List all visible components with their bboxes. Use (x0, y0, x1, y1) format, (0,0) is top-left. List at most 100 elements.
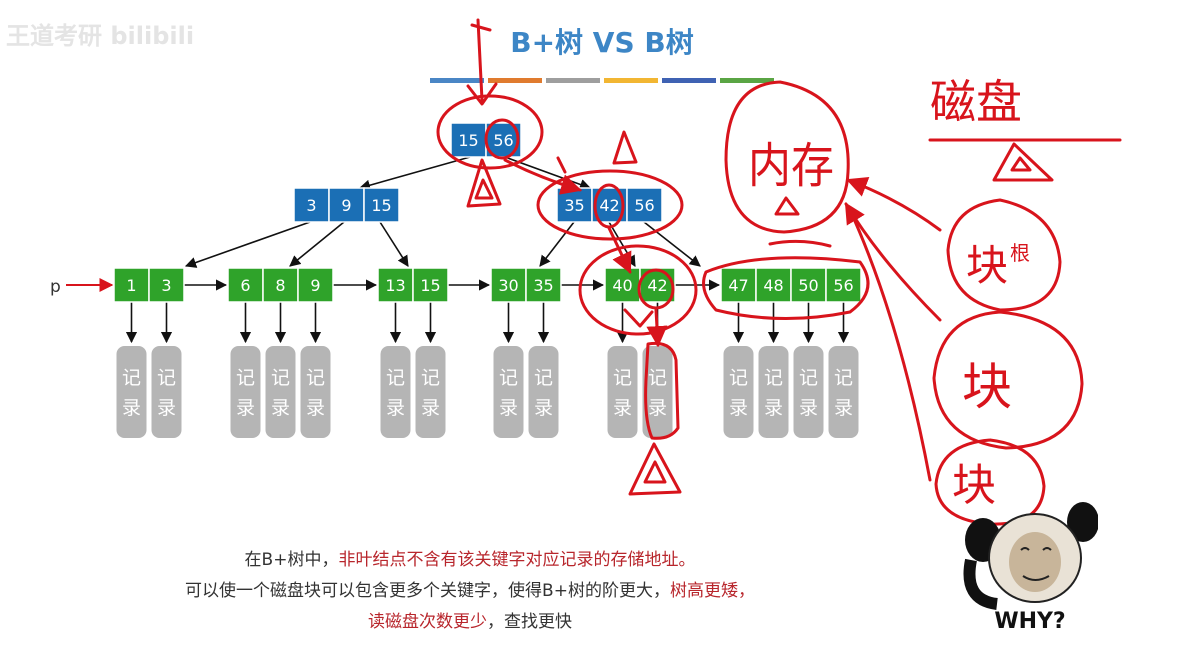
record-label: 记 (386, 367, 405, 389)
caption-line-1-prefix: 在B+树中， (244, 550, 339, 570)
record-label: 录 (421, 397, 440, 419)
record-label: 记 (236, 367, 255, 389)
edge (358, 156, 471, 191)
record-shape (828, 346, 859, 438)
record-block: 记录 (230, 346, 261, 438)
record-shape (758, 346, 789, 438)
key-label: 9 (341, 196, 351, 215)
record-block: 记录 (380, 346, 411, 438)
record-label: 录 (613, 397, 632, 419)
annotation-arrow-to-internal (503, 158, 583, 195)
record-shape (116, 346, 147, 438)
annotation-block-circle-1 (946, 198, 1062, 312)
edge (608, 221, 636, 267)
record-label: 记 (834, 367, 853, 389)
record-label: 记 (648, 367, 667, 389)
annotation-arrow-block-memory-1 (846, 176, 942, 232)
key-label: 6 (240, 276, 250, 295)
annotation-memory-triangle (774, 196, 800, 216)
annotation-block-circle-2 (932, 310, 1084, 450)
record-block: 记录 (415, 346, 446, 438)
panda-meme-image: WHY? (963, 502, 1098, 634)
record-block: 记录 (723, 346, 754, 438)
annotation-arrow-to-record (646, 308, 668, 348)
record-shape (723, 346, 754, 438)
annotation-root-arrowhead (466, 82, 498, 106)
caption-line-3-suffix: ，查找更快 (487, 612, 572, 632)
annotation-disk-triangle-3 (628, 442, 682, 496)
annotation-text-block-1: 块 (966, 241, 1008, 290)
tree-edges: p (50, 156, 850, 344)
title-bar-segment (720, 78, 774, 83)
annotation-text-block-3: 块 (952, 460, 996, 511)
why-meme: WHY? (963, 500, 1098, 650)
record-label: 录 (271, 397, 290, 419)
slide-title: B+树 VS B树 (510, 26, 693, 59)
annotation-text-block-2: 块 (962, 358, 1012, 416)
record-block: 记录 (300, 346, 331, 438)
record-shape (415, 346, 446, 438)
record-label: 记 (122, 367, 141, 389)
annotation-internal-circle (536, 169, 684, 241)
edge (184, 221, 311, 268)
edge (289, 221, 345, 267)
title-bar-segment (430, 78, 484, 83)
key-label: 35 (564, 196, 584, 215)
pointer-label: p (50, 277, 61, 297)
record-label: 录 (306, 397, 325, 419)
record-label: 记 (534, 367, 553, 389)
handwritten-annotations (436, 18, 1122, 526)
caption-line-3: 读磁盘次数更少，查找更快 (0, 607, 940, 637)
edge (379, 221, 409, 267)
key-label: 9 (310, 276, 320, 295)
annotation-root-circle (436, 94, 544, 170)
key-label: 13 (385, 276, 405, 295)
record-label: 记 (613, 367, 632, 389)
annotation-text-memory: 内存 (748, 138, 834, 194)
annotation-text-disk: 磁盘 (930, 75, 1022, 129)
record-block: 记录 (151, 346, 182, 438)
record-label: 录 (157, 397, 176, 419)
record-label: 录 (499, 397, 518, 419)
record-label: 录 (386, 397, 405, 419)
key-cell (626, 187, 663, 223)
annotation-disk-triangle-2 (612, 130, 638, 165)
key-label: 56 (493, 131, 513, 150)
record-label: 录 (729, 397, 748, 419)
key-label: 15 (420, 276, 440, 295)
record-shape (528, 346, 559, 438)
record-block: 记录 (758, 346, 789, 438)
caption-line-2-highlight: 树高更矮， (669, 581, 755, 601)
annotation-stroke (768, 239, 832, 248)
key-label: 8 (275, 276, 285, 295)
caption-line-3-highlight: 读磁盘次数更少 (368, 612, 487, 632)
record-block: 记录 (265, 346, 296, 438)
leaf-node: 13 15 (377, 267, 449, 303)
record-label: 录 (122, 397, 141, 419)
record-block: 记录 (828, 346, 859, 438)
key-cell (490, 267, 527, 303)
key-label: 56 (634, 196, 654, 215)
record-label: 记 (421, 367, 440, 389)
record-block: 记录 (642, 346, 673, 438)
annotation-arrow-block-memory-3 (848, 208, 932, 482)
title-bar-segment (604, 78, 658, 83)
annotation-memory-circle (724, 80, 850, 234)
key-cell (363, 187, 400, 223)
annotation-root-arrow (470, 18, 492, 102)
record-label: 记 (157, 367, 176, 389)
annotation-last-leaf-circle (702, 256, 870, 320)
key-label: 48 (763, 276, 783, 295)
record-label: 录 (534, 397, 553, 419)
record-label: 记 (306, 367, 325, 389)
record-label: 记 (729, 367, 748, 389)
key-label: 15 (458, 131, 478, 150)
record-shape (642, 346, 673, 438)
record-shape (151, 346, 182, 438)
